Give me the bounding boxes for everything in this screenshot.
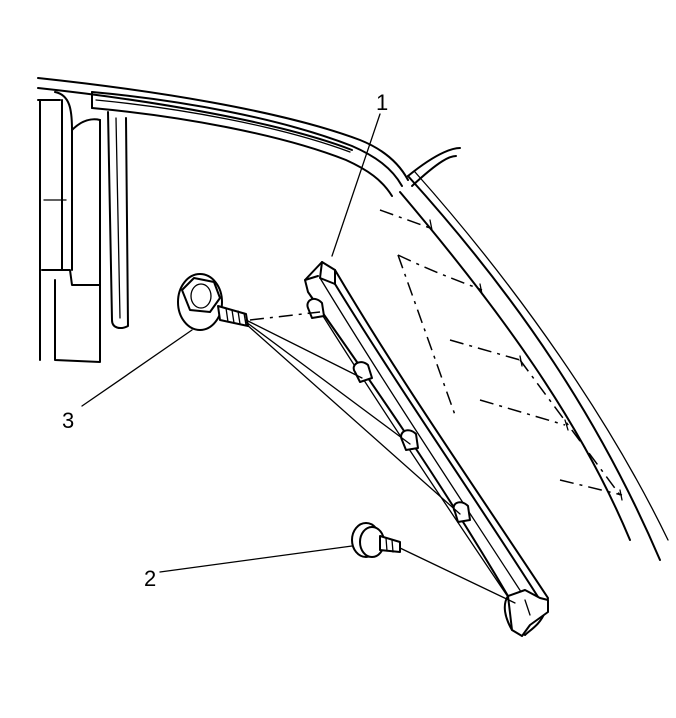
callout-3: 3 [62, 408, 74, 433]
callout-1: 1 [376, 90, 388, 115]
window-glass [379, 209, 623, 501]
door-frame [37, 77, 409, 363]
leader-lines [245, 311, 516, 604]
glass-run-channel [304, 261, 549, 637]
screw [351, 522, 401, 558]
callout-leaders [81, 113, 381, 573]
bolt [177, 273, 249, 331]
callout-2: 2 [144, 566, 156, 591]
body-opening [399, 147, 669, 561]
upper-reveal-molding [91, 91, 403, 329]
